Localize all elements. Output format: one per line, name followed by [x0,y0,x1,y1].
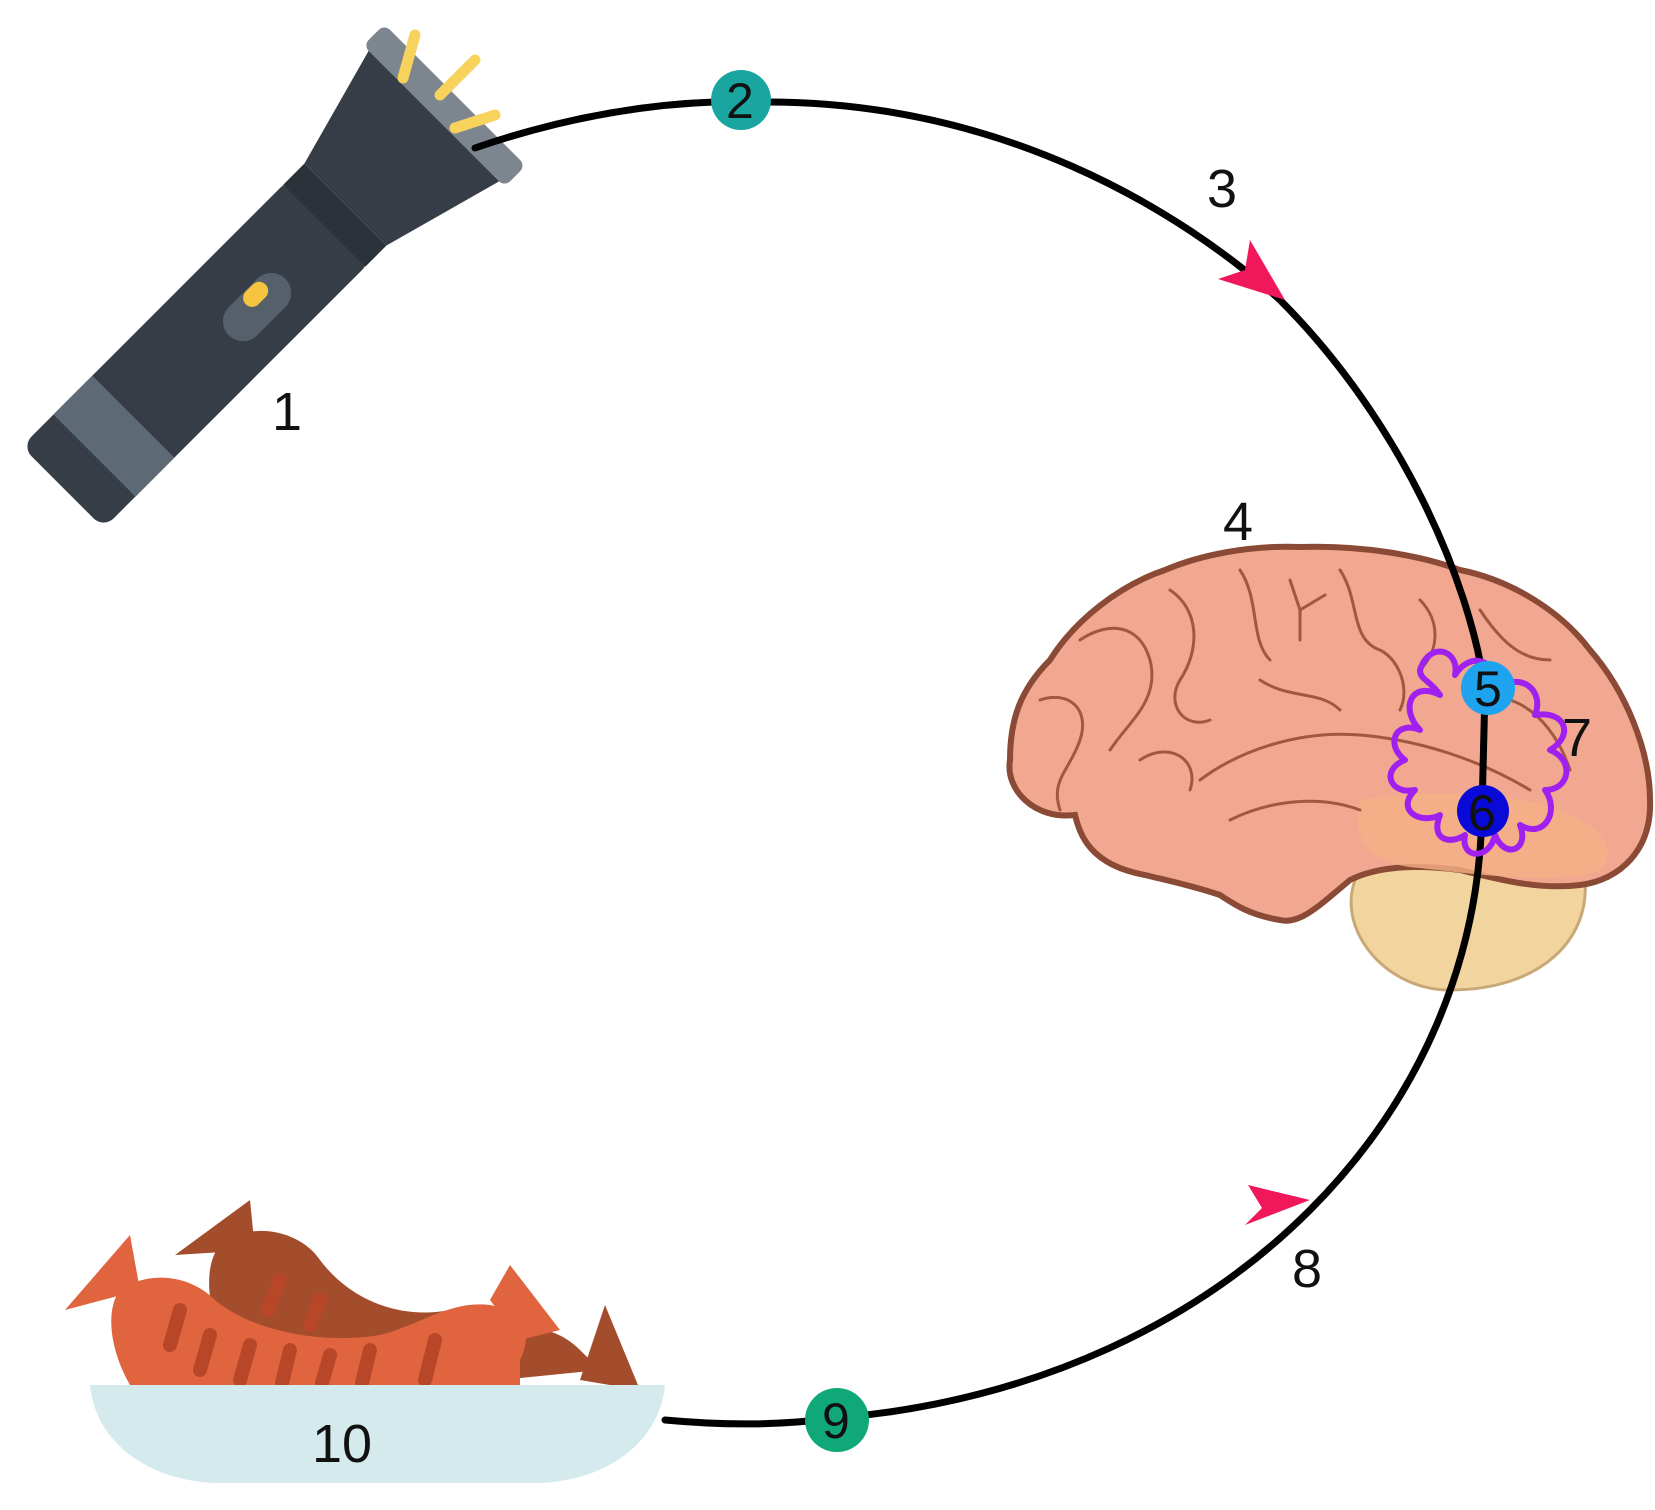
node-bottom [805,1388,869,1452]
node-upper-brain [1461,661,1515,715]
plate-shape [90,1385,665,1483]
label-node-top: 2 [726,73,754,129]
sausage-plate-icon [65,1200,665,1483]
label-brain: 4 [1223,492,1253,552]
node-lower-brain [1457,785,1509,837]
label-arrow-bottom: 8 [1292,1239,1322,1299]
label-food-plate: 10 [312,1414,372,1474]
brain-icon [1006,543,1654,992]
flashlight-icon [27,27,523,523]
sausage-light-front [65,1235,560,1385]
arrow-icon-bottom [1245,1185,1310,1225]
path-lower-arc [661,806,1486,1428]
node-top [711,70,771,130]
arrow-icon-top [1218,240,1285,300]
label-node-lower-brain: 6 [1468,785,1496,841]
label-node-bottom: 9 [822,1393,850,1449]
label-squiggle: 7 [1562,708,1592,768]
path-upper-arc [471,98,1489,694]
label-node-upper-brain: 5 [1474,661,1502,717]
label-flashlight: 1 [272,382,302,442]
light-rays-icon [397,29,501,134]
label-arrow-top: 3 [1207,159,1237,219]
sausage-grill-marks [163,1273,442,1390]
